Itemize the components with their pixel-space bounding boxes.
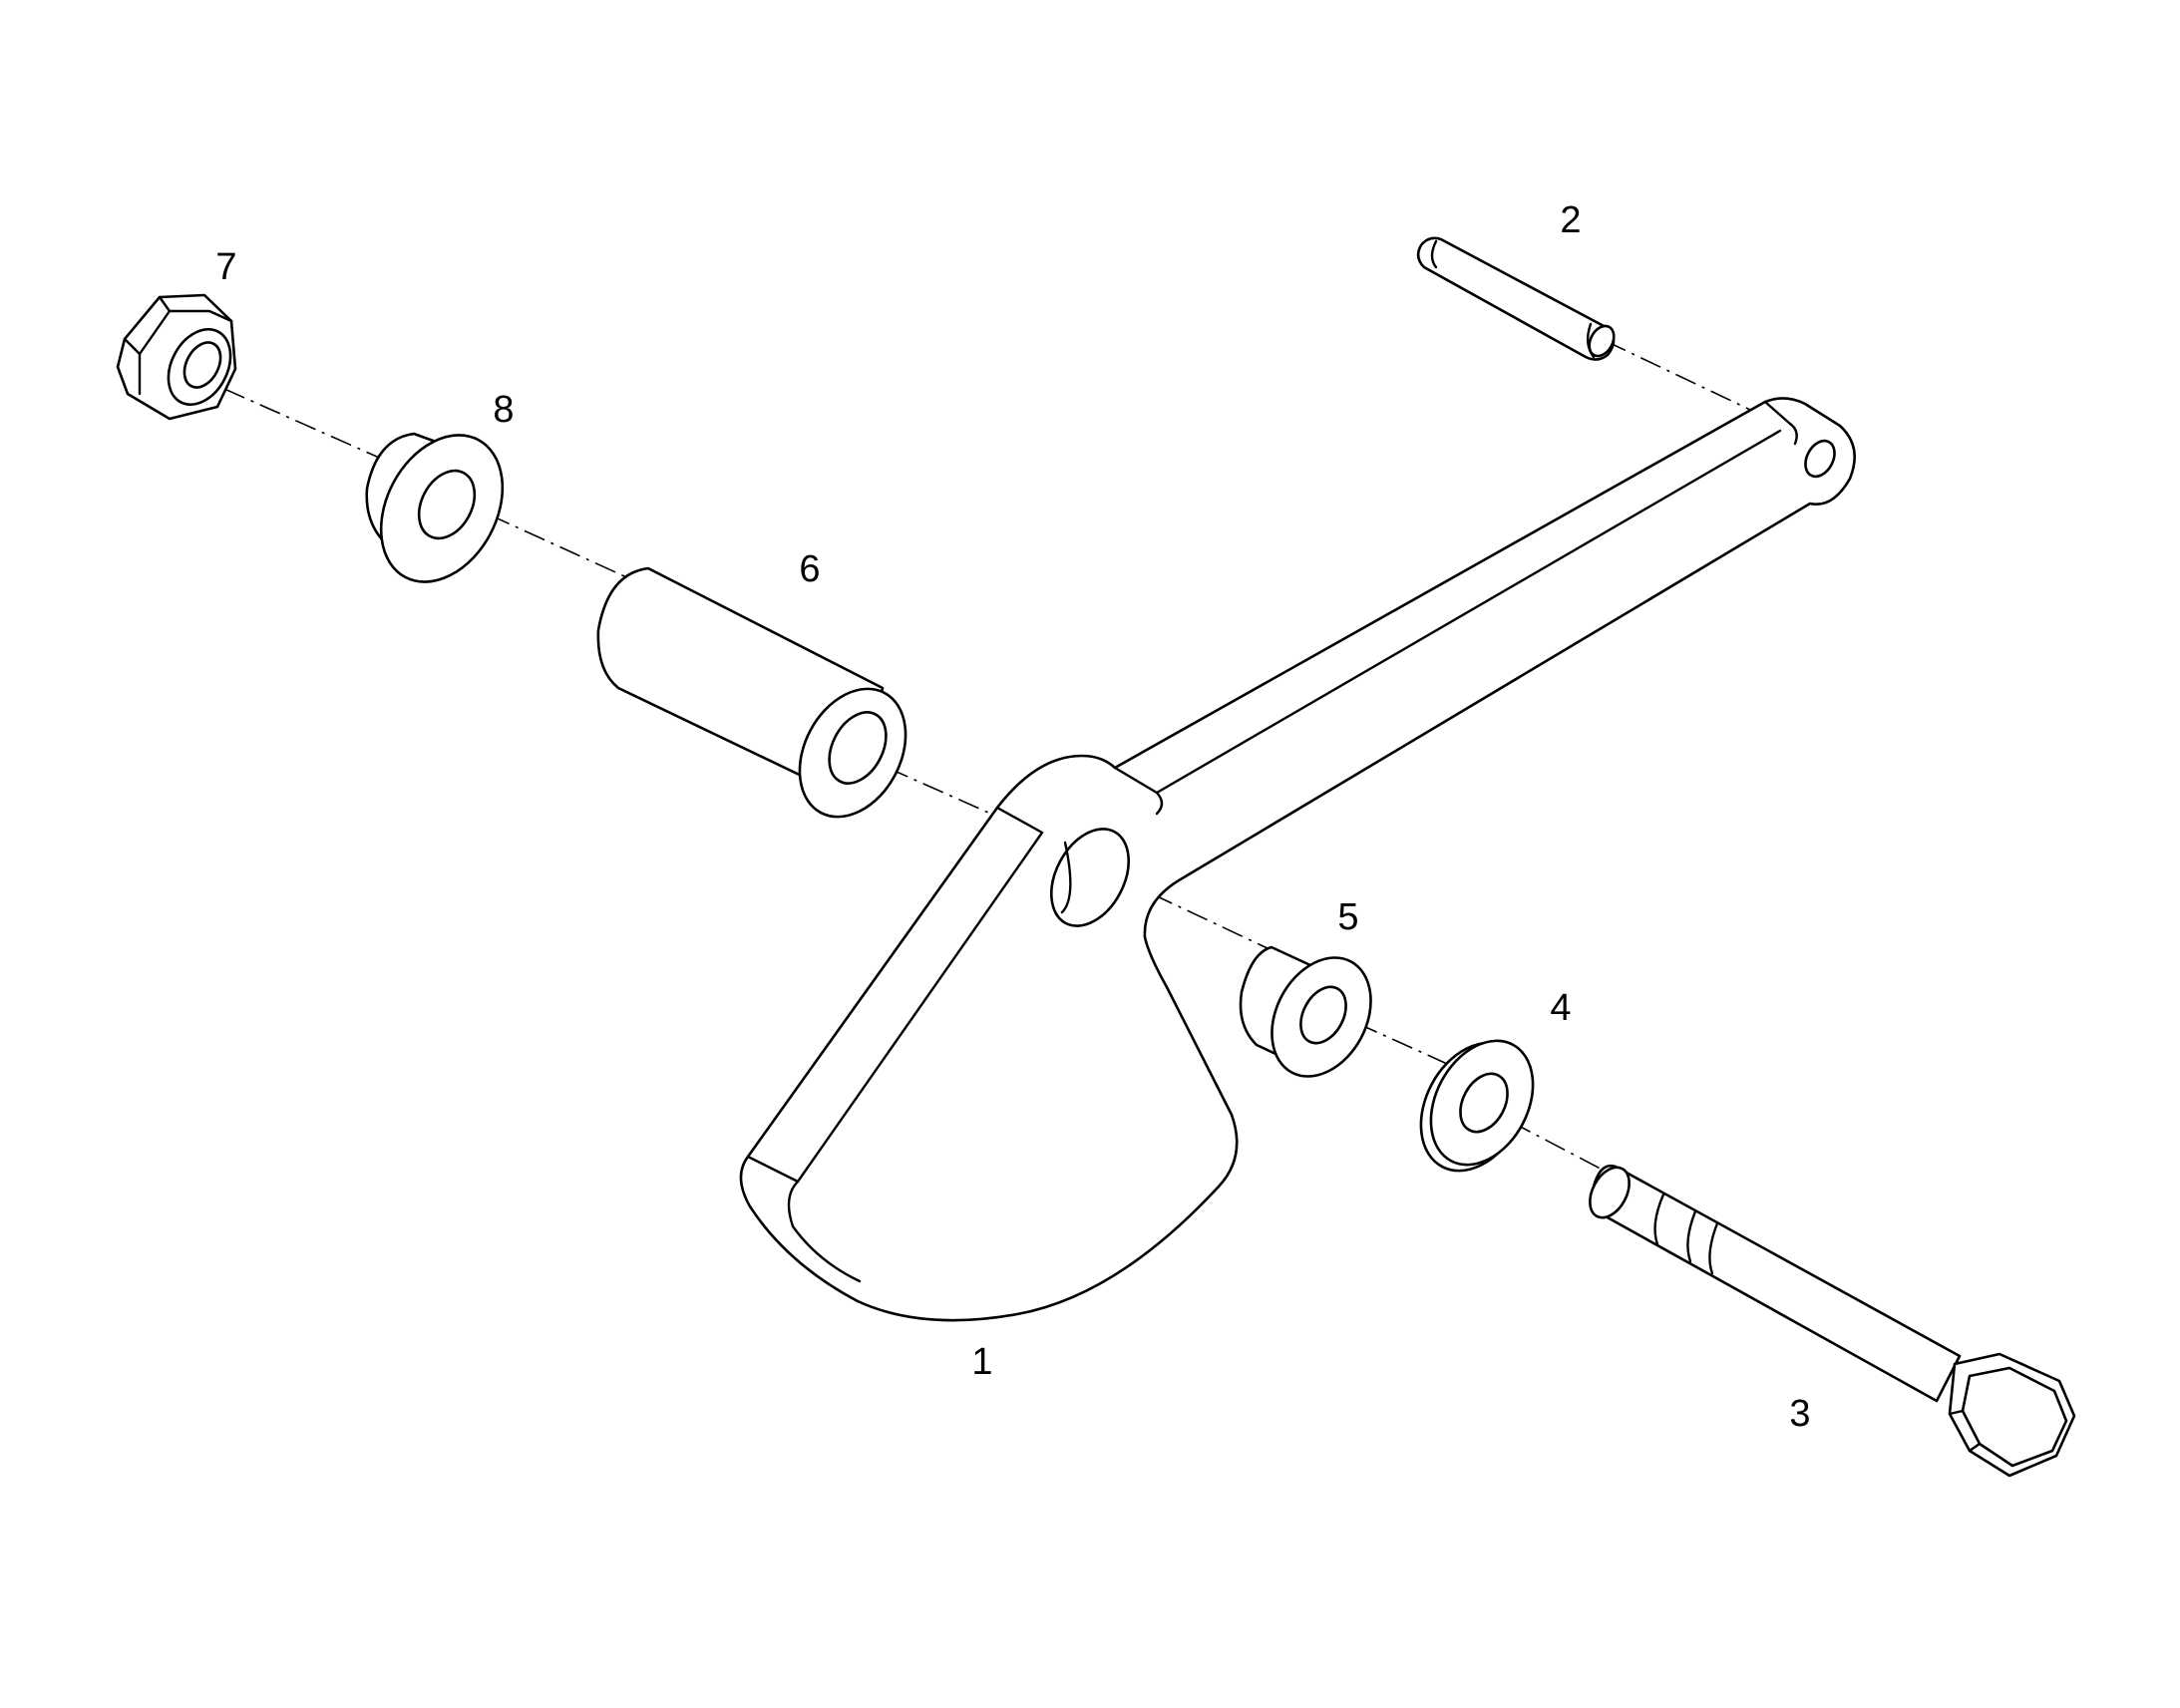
callout-2: 2 <box>1560 199 1581 241</box>
lever-pivot-hole <box>1050 828 1130 927</box>
lever-pivot-hole-inner <box>1060 841 1072 914</box>
nut-hex-edge-1 <box>158 295 233 323</box>
short-sleeve-bore <box>1299 985 1347 1045</box>
lever-arm-body <box>739 397 1856 1322</box>
lever-plate-foot-edge <box>746 1155 800 1184</box>
callout-7: 7 <box>215 246 236 288</box>
main-axis-nut-to-spacer <box>223 388 405 470</box>
part-2-pin: 2 <box>1416 199 1616 361</box>
callout-3: 3 <box>1789 1393 1810 1435</box>
part-8-spacer: 8 <box>365 389 515 583</box>
spacer-bore <box>417 469 477 540</box>
pin-chamfer-right <box>1586 322 1596 359</box>
bolt-thread-line-1 <box>1653 1193 1665 1246</box>
part-7-hex-nut: 7 <box>116 246 237 421</box>
main-axis-sleeve-to-washer <box>1320 1006 1477 1078</box>
callout-1: 1 <box>971 1341 992 1383</box>
bolt-hex-edge-1 <box>1948 1409 1965 1416</box>
main-axis-washer-to-bolt <box>1510 1121 1617 1178</box>
part-4-washer: 4 <box>1419 987 1572 1173</box>
bolt-shank <box>1592 1164 1962 1403</box>
nut-hex-edge-3 <box>138 309 172 356</box>
lever-plate-bottom-edge <box>791 1224 862 1283</box>
pin-chamfer-left <box>1430 239 1438 269</box>
callout-5: 5 <box>1337 896 1358 938</box>
bolt-thread-line-2 <box>1686 1209 1697 1263</box>
pin-end-face <box>1588 324 1616 358</box>
bolt-thread-end <box>1589 1166 1631 1219</box>
callout-6: 6 <box>799 548 820 590</box>
callout-4: 4 <box>1550 987 1571 1029</box>
part-5-short-sleeve: 5 <box>1239 896 1372 1078</box>
pin-body <box>1416 236 1616 361</box>
part-1-lever-arm: 1 <box>739 397 1856 1383</box>
part-3-hex-bolt: 3 <box>1589 1164 2076 1478</box>
lever-arm-side-edge <box>1155 791 1164 816</box>
part-6-long-bushing: 6 <box>596 548 908 819</box>
lever-tip-edge <box>1763 400 1798 446</box>
bolt-hex-edge-2 <box>1968 1442 1982 1453</box>
callout-8: 8 <box>493 389 514 431</box>
bolt-hex-face <box>1961 1366 2068 1468</box>
lever-tip-hole <box>1804 439 1836 479</box>
washer-hole <box>1459 1072 1509 1134</box>
nut-bore <box>182 341 222 389</box>
bolt-thread-line-3 <box>1708 1221 1719 1275</box>
long-bushing-bore <box>828 711 888 785</box>
